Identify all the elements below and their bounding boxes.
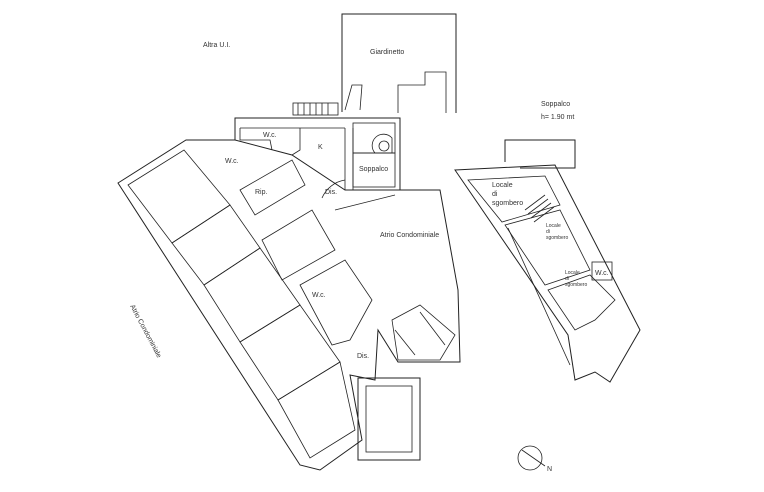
main-wing xyxy=(117,139,461,471)
garden-area xyxy=(292,13,457,116)
label-locale1-c: sgombero xyxy=(492,200,523,207)
label-locale1-a: Locale xyxy=(492,182,513,189)
atrio-stairs xyxy=(357,304,456,461)
label-wc-left: W.c. xyxy=(225,158,239,165)
label-locale2-c: sgombero xyxy=(546,235,568,241)
label-dis-bottom: Dis. xyxy=(357,353,369,360)
label-soppalco-title: Soppalco xyxy=(541,101,570,108)
label-locale2-a: Locale xyxy=(546,223,561,229)
label-altra-ui: Altra U.I. xyxy=(203,42,230,49)
label-giardinetto: Giardinetto xyxy=(370,49,404,56)
label-wc-mid: W.c. xyxy=(312,292,326,299)
label-locale3-c: sgombero xyxy=(565,282,587,288)
label-wc-right: W.c. xyxy=(595,270,609,277)
label-locale3-a: Locale xyxy=(565,270,580,276)
right-unit xyxy=(454,139,641,383)
label-locale3-b: di xyxy=(565,276,569,282)
label-wc-top: W.c. xyxy=(263,132,277,139)
label-atrio: Atrio Condominiale xyxy=(380,232,439,239)
label-soppalco-room: Soppalco xyxy=(359,166,388,173)
label-soppalco-height: h= 1.90 mt xyxy=(541,114,574,121)
label-locale2-b: di xyxy=(546,229,550,235)
label-north: N xyxy=(547,466,552,473)
north-compass-icon: N xyxy=(517,445,552,473)
upper-rooms xyxy=(234,117,401,190)
label-dis-top: Dis. xyxy=(325,189,337,196)
label-rip: Rip. xyxy=(255,189,268,196)
label-atrio-rotated: Atrio Condominiale xyxy=(128,304,162,360)
label-locale1-b: di xyxy=(492,191,498,198)
label-k: K xyxy=(318,144,323,151)
